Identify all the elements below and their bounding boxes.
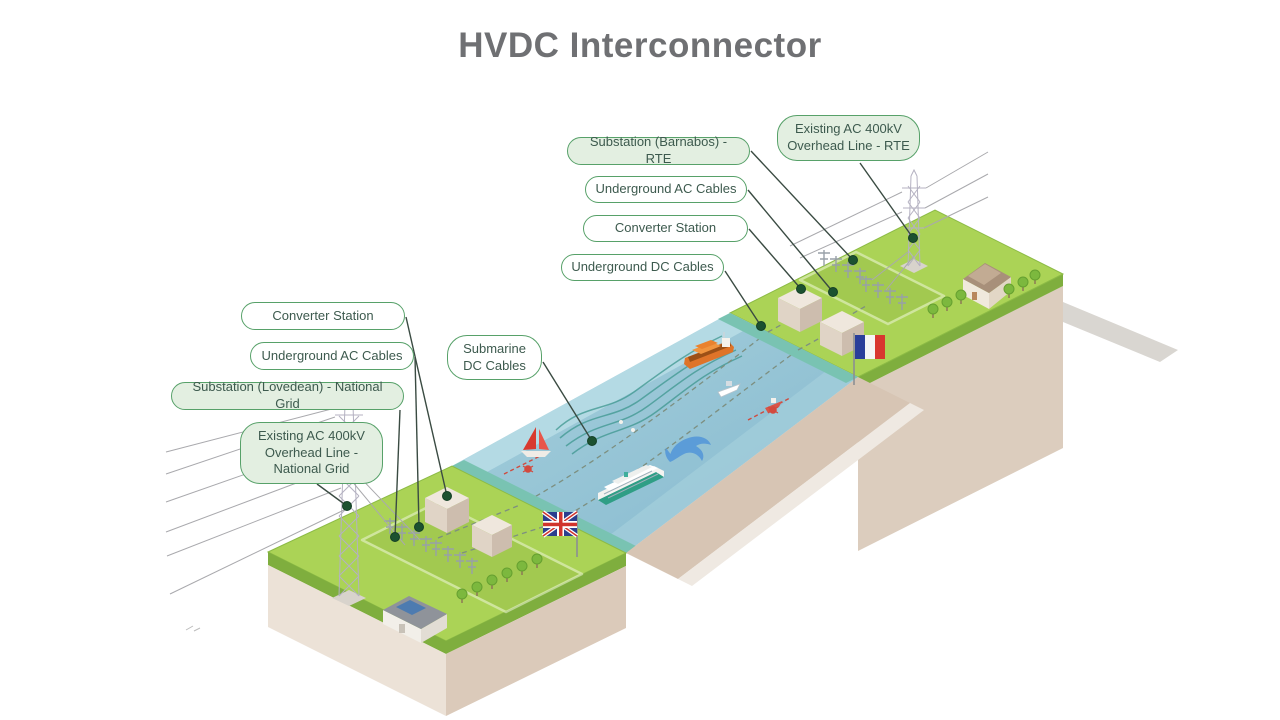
france-coast-road [1063, 302, 1178, 362]
cargo-ship-icon [684, 332, 734, 369]
callout-converter-station-fr: Converter Station [583, 215, 748, 242]
france-overhead-wires [789, 151, 989, 291]
dc-cable-route-dashed [519, 331, 799, 525]
uk-transmission-tower-icon [332, 394, 366, 606]
callout-submarine-dc-cables: Submarine DC Cables [447, 335, 542, 380]
crab-icon [522, 406, 779, 473]
sailboat-icon [521, 427, 551, 457]
sea-surface [452, 313, 858, 553]
uk-house-icon [383, 596, 447, 643]
uk-converter-buildings [425, 487, 512, 557]
france-details [767, 151, 1041, 385]
page-title: HVDC Interconnector [458, 26, 822, 65]
callout-existing-ac-overhead-rte: Existing AC 400kV Overhead Line - RTE [777, 115, 920, 161]
callout-substation-lovedean: Substation (Lovedean) - National Grid [171, 379, 404, 411]
buoy-icons [619, 420, 635, 432]
callout-underground-ac-cables-uk: Underground AC Cables [250, 342, 414, 370]
uk-shore-slope [452, 460, 638, 553]
callout-substation-barnabos: Substation (Barnabos) - RTE [567, 134, 750, 166]
france-shore-slope [718, 313, 858, 383]
sea [452, 313, 858, 553]
uk-flag-icon [541, 510, 579, 557]
uk-trees [456, 553, 543, 603]
callout-existing-ac-overhead-national-grid: Existing AC 400kV Overhead Line - Nation… [240, 422, 383, 484]
cruise-ship-icon [598, 465, 664, 505]
callout-underground-ac-cables-fr: Underground AC Cables [585, 176, 747, 203]
france-flag-icon [853, 333, 885, 385]
france-substation-masts [818, 250, 908, 310]
small-boat-icon [717, 381, 741, 398]
france-trees [927, 269, 1041, 318]
sea-front-earth-band [626, 377, 924, 586]
france-house-icon [963, 263, 1011, 309]
leader-lines [316, 150, 914, 538]
callout-converter-station-uk: Converter Station [241, 302, 405, 330]
leader-dots [342, 233, 918, 542]
callout-underground-dc-cables: Underground DC Cables [561, 254, 724, 281]
dolphin-icon [665, 436, 711, 462]
uk-substation-masts [384, 518, 478, 574]
pencil-mark [185, 625, 201, 632]
